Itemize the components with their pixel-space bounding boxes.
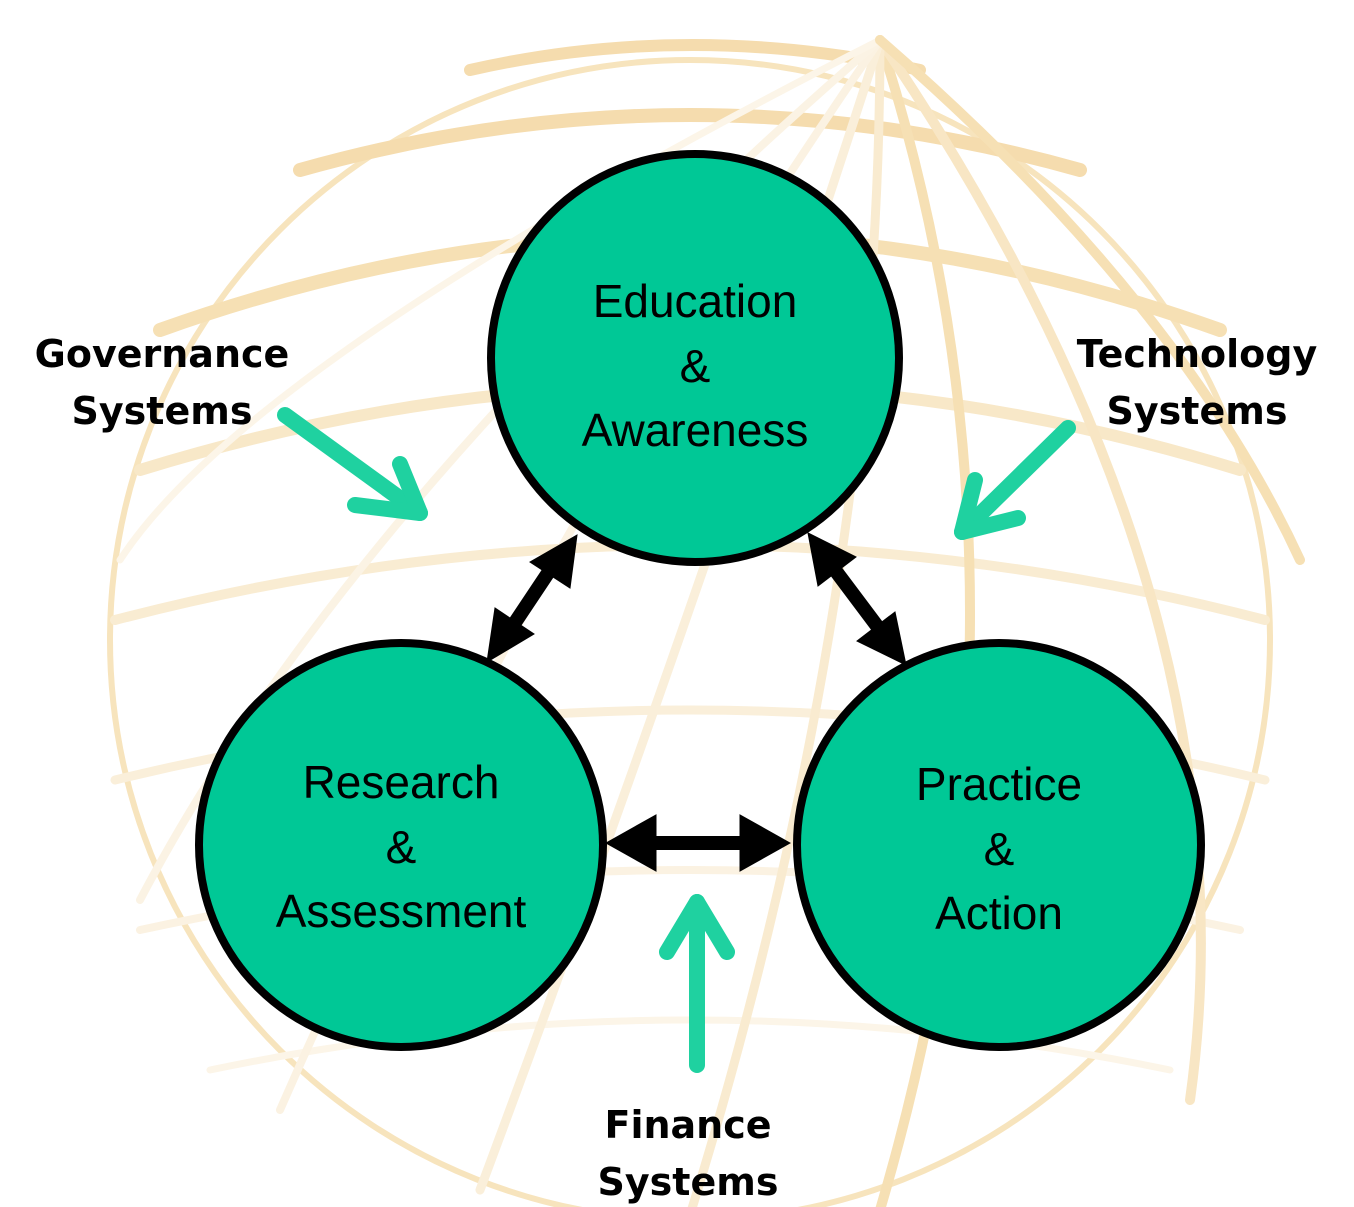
node-research: Research & Assessment	[195, 639, 607, 1051]
link-education-research	[486, 534, 578, 663]
label-finance: Finance Systems	[598, 1103, 779, 1204]
label-finance-line1: Finance	[604, 1103, 771, 1147]
node-education-circle	[487, 150, 903, 566]
node-education-line1: Education	[593, 275, 798, 327]
node-research-line3: Assessment	[276, 885, 527, 937]
node-practice-line2: &	[984, 823, 1015, 875]
node-practice-line3: Action	[935, 887, 1063, 939]
node-research-circle	[195, 639, 607, 1051]
label-governance: Governance Systems	[35, 332, 290, 433]
link-research-practice	[604, 814, 792, 872]
link-education-practice	[807, 532, 907, 666]
node-research-line2: &	[386, 821, 417, 873]
governance-arrow	[277, 407, 428, 521]
node-education-line2: &	[680, 340, 711, 392]
label-governance-line1: Governance	[35, 332, 290, 376]
node-practice-line1: Practice	[916, 758, 1082, 810]
node-research-line1: Research	[303, 756, 500, 808]
node-practice: Practice & Action	[793, 639, 1205, 1051]
label-technology-line1: Technology	[1077, 332, 1318, 376]
label-technology: Technology Systems	[1077, 332, 1318, 433]
label-governance-line2: Systems	[72, 389, 253, 433]
finance-arrow	[659, 894, 735, 1073]
node-practice-circle	[793, 639, 1205, 1051]
label-technology-line2: Systems	[1107, 389, 1288, 433]
label-finance-line2: Systems	[598, 1160, 779, 1204]
node-education: Education & Awareness	[487, 150, 903, 566]
technology-arrow	[954, 420, 1076, 540]
node-education-line3: Awareness	[582, 404, 809, 456]
link-arrows	[486, 532, 907, 872]
influence-arrows	[277, 407, 1076, 1073]
